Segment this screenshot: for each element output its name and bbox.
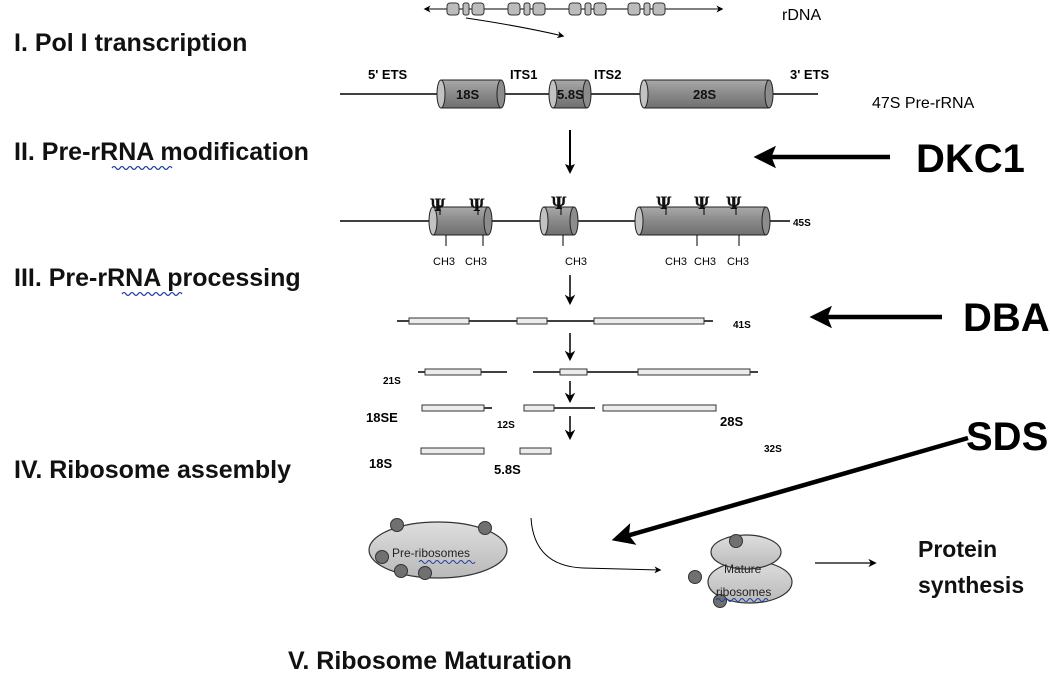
pseudouridine-symbol: Ψ	[694, 194, 710, 214]
rrna-58s-label: 5.8S	[494, 462, 521, 477]
ets3-label: 3' ETS	[790, 67, 830, 82]
ets5-label: 5' ETS	[368, 67, 408, 82]
spellcheck-underline	[121, 291, 183, 297]
stage-3-label-part: processing	[160, 264, 300, 292]
pre-rrna-47s-label: 47S Pre-rRNA	[872, 95, 975, 112]
pre-rrna-45s-modified: Ψ Ψ Ψ Ψ Ψ Ψ CH3 CH3 CH3 CH3 CH3 CH3	[340, 194, 790, 268]
stage-4-label: IV. Ribosome assembly	[14, 456, 291, 484]
pre-ribosomes: Pre-ribosomes	[368, 518, 508, 580]
rrna-18se-label: 18SE	[366, 410, 398, 425]
methylation-label: CH3	[433, 256, 455, 268]
mature-rrna-fragments	[420, 447, 552, 455]
pseudouridine-symbol: Ψ	[469, 196, 485, 216]
methylation-label: CH3	[465, 256, 487, 268]
its1-label: ITS1	[510, 67, 537, 82]
mature-ribosomes-label-line2: ribosomes	[716, 585, 771, 599]
rdna-repeat	[423, 2, 724, 39]
stage-3-label: III. Pre-rRNA processing	[14, 264, 301, 292]
stage-2-label: II. Pre-rRNA modification	[14, 138, 309, 166]
pseudouridine-symbol: Ψ	[551, 194, 567, 214]
stage-2-label-part: modification	[153, 138, 309, 166]
dkc1-label: DKC1	[916, 137, 1025, 181]
segment-58s-label: 5.8S	[557, 87, 584, 102]
rrna-18s-label: 18S	[369, 456, 392, 471]
spellcheck-underline	[111, 165, 173, 171]
rrna-45s-label: 45S	[793, 218, 811, 229]
mature-ribosomes: Mature ribosomes	[688, 534, 793, 608]
sds-label: SDS	[966, 415, 1048, 459]
stage-3-label-part: III. Pre-	[14, 264, 97, 292]
stage-2-label-part: II. Pre-	[14, 138, 90, 166]
rrna-41s-label: 41S	[733, 320, 751, 331]
segment-18s-label: 18S	[456, 87, 479, 102]
segment-28s-label: 28S	[693, 87, 716, 102]
rrna-12s-label: 12S	[497, 420, 515, 431]
maturation-arrow	[530, 517, 662, 574]
rrna-21s-32s-intermediates	[418, 368, 758, 376]
its2-label: ITS2	[594, 67, 621, 82]
methylation-label: CH3	[665, 256, 687, 268]
rrna-21s-label: 21S	[383, 376, 401, 387]
rrna-28s-label: 28S	[720, 414, 743, 429]
stage-5-label: V. Ribosome Maturation	[288, 647, 572, 675]
methylation-label: CH3	[727, 256, 749, 268]
dba-label: DBA	[963, 296, 1050, 340]
pseudouridine-symbol: Ψ	[430, 196, 446, 216]
sds-arrow	[611, 435, 969, 545]
rdna-label: rDNA	[782, 7, 821, 24]
pseudouridine-symbol: Ψ	[656, 194, 672, 214]
stage-2-label-rrna: rRNA	[90, 138, 154, 166]
pre-ribosomes-label: Pre-ribosomes	[392, 546, 470, 560]
rrna-41s-intermediate	[397, 317, 713, 325]
pre-rrna-47s: 5' ETS ITS1 ITS2 3' ETS 18S 5.8S 28S	[340, 67, 830, 109]
stage-3-label-rrna: rRNA	[97, 264, 161, 292]
methylation-label: CH3	[565, 256, 587, 268]
mature-ribosomes-label-line1: Mature	[724, 562, 762, 576]
stage-1-label: I. Pol I transcription	[14, 29, 247, 57]
rrna-18se-12s-28s	[421, 404, 717, 412]
methylation-label: CH3	[694, 256, 716, 268]
pseudouridine-symbol: Ψ	[726, 194, 742, 214]
protein-synthesis-label-line1: Protein	[918, 536, 997, 562]
protein-synthesis-label-line2: synthesis	[918, 572, 1024, 598]
rrna-32s-label: 32S	[764, 444, 782, 455]
